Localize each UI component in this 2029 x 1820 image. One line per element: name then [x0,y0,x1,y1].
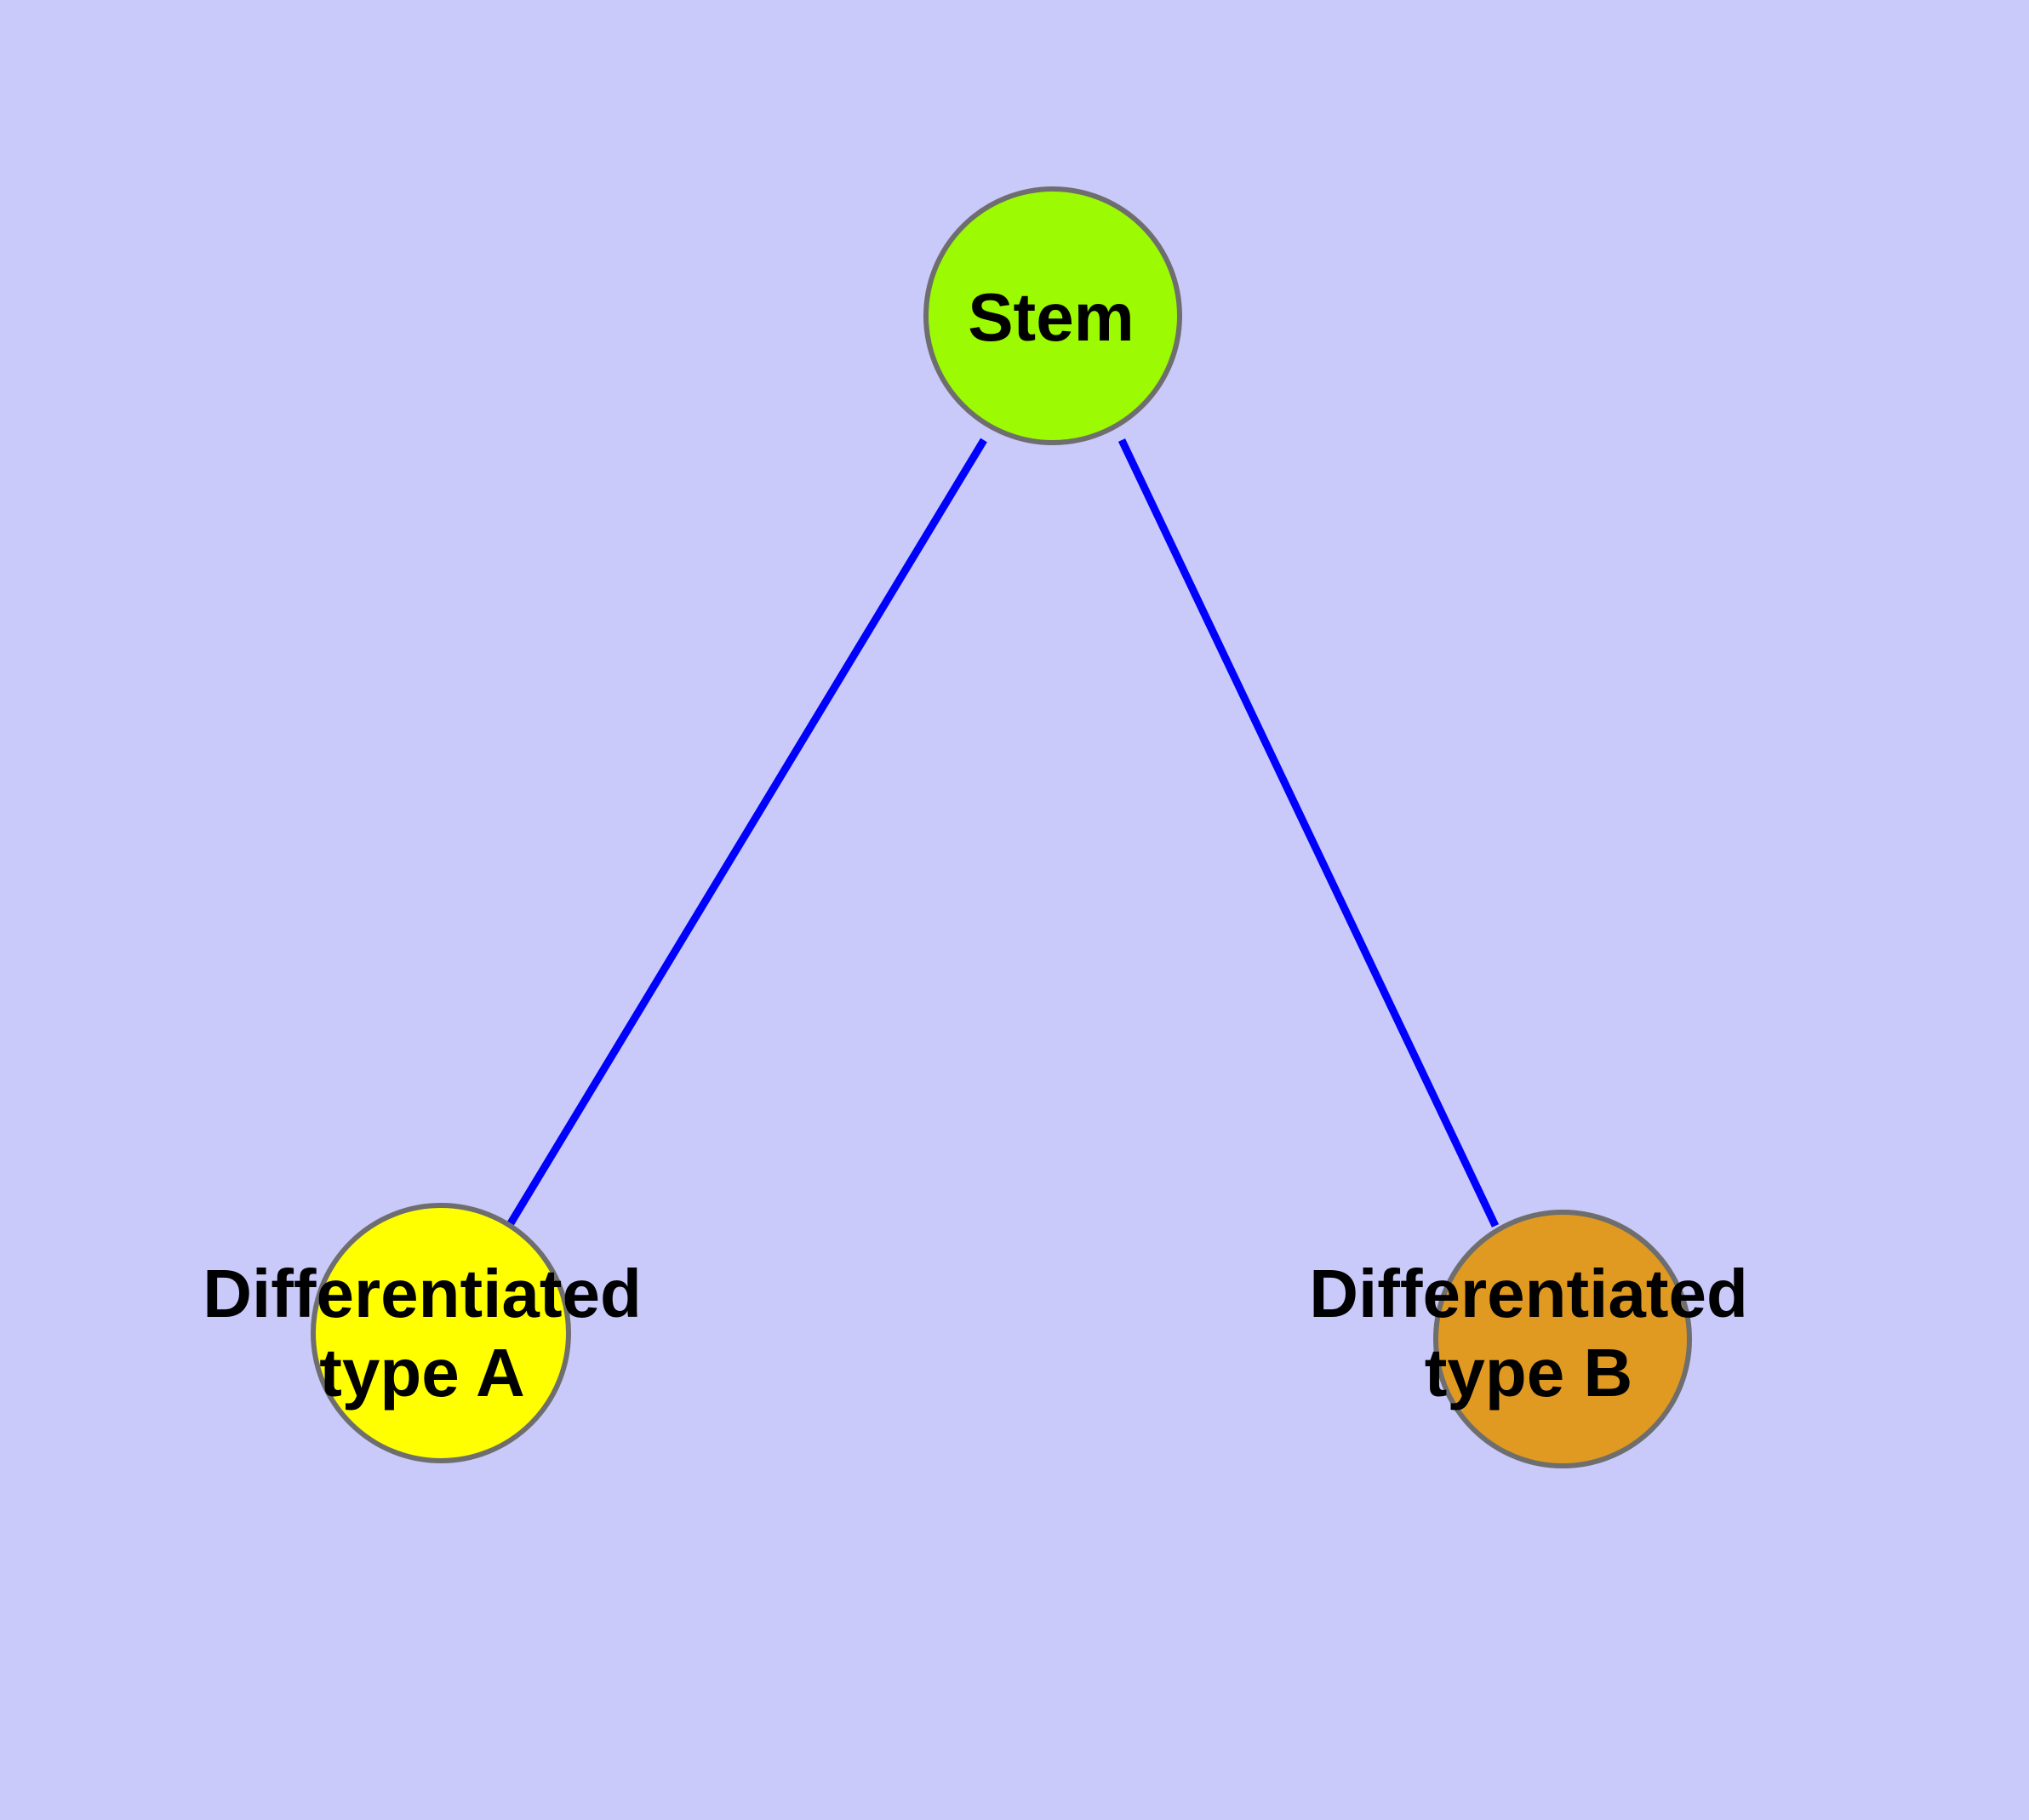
graph-edge-stem-to-diff-a[interactable] [507,438,987,1226]
node-layer [311,186,1692,1468]
graph-node-stem[interactable] [923,186,1182,445]
graph-node-label-line: type A [319,1335,525,1411]
graph-node-label-line: Differentiated [1309,1256,1748,1331]
graph-node-label-stem: Stem [968,279,1135,355]
graph-node-label-line: Differentiated [203,1256,642,1331]
edge-layer [507,438,1500,1228]
graph-node-label-line: type B [1425,1335,1633,1411]
graph-node-diff-a[interactable] [311,1203,571,1463]
graph-edge-stem-to-diff-b[interactable] [1117,438,1500,1228]
graph-node-label-line: Stem [968,279,1135,355]
graph-node-diff-b[interactable] [1433,1210,1692,1468]
